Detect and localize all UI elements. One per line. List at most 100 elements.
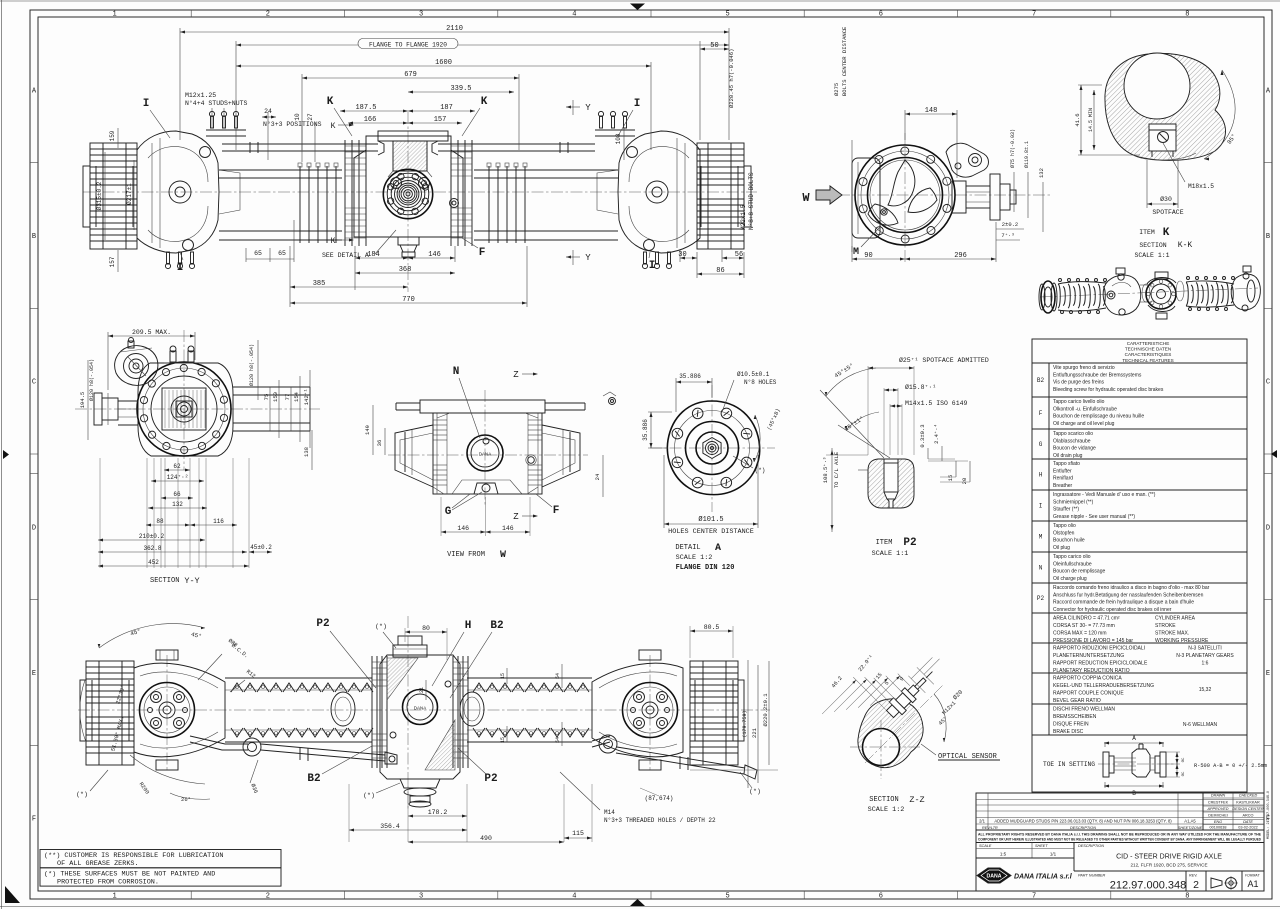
svg-text:DANA: DANA xyxy=(479,452,492,457)
svg-text:I: I xyxy=(649,260,656,272)
svg-text:K: K xyxy=(331,122,336,131)
svg-text:56: 56 xyxy=(735,251,743,259)
svg-text:DEIMICHEI: DEIMICHEI xyxy=(1208,814,1228,818)
svg-text:P2: P2 xyxy=(903,537,916,549)
svg-text:Oil drain plug: Oil drain plug xyxy=(1053,453,1083,459)
svg-text:36: 36 xyxy=(376,440,383,447)
svg-text:ENG: ENG xyxy=(1214,820,1222,824)
svg-text:66: 66 xyxy=(173,491,181,498)
svg-text:CYLINDER AREA: CYLINDER AREA xyxy=(1155,616,1196,622)
svg-text:ARCO: ARCO xyxy=(1243,814,1254,818)
svg-text:1:6: 1:6 xyxy=(1202,661,1209,667)
svg-text:CARATTERISTICHE: CARATTERISTICHE xyxy=(1127,341,1170,346)
svg-text:DETAIL: DETAIL xyxy=(675,544,700,552)
svg-text:Entlufter: Entlufter xyxy=(1053,468,1072,474)
svg-text:PLANETARY REDUCTION RATIO: PLANETARY REDUCTION RATIO xyxy=(1053,668,1130,674)
svg-text:65: 65 xyxy=(278,250,286,257)
svg-text:490: 490 xyxy=(480,835,492,842)
svg-text:10: 10 xyxy=(294,113,301,121)
svg-text:452: 452 xyxy=(148,559,159,566)
svg-text:Tappo olio: Tappo olio xyxy=(1053,523,1076,529)
svg-text:7⁺·³: 7⁺·³ xyxy=(1001,232,1014,239)
svg-text:STROKE: STROKE xyxy=(1155,623,1176,629)
svg-text:90: 90 xyxy=(864,252,872,260)
svg-text:5: 5 xyxy=(725,11,729,19)
svg-text:(*): (*) xyxy=(375,623,387,630)
svg-text:N-3 SATELLITI: N-3 SATELLITI xyxy=(1188,646,1222,652)
svg-text:178.2: 178.2 xyxy=(428,809,448,816)
svg-text:146: 146 xyxy=(502,525,514,532)
svg-text:SCALE 1:1: SCALE 1:1 xyxy=(1134,252,1169,259)
svg-text:15: 15 xyxy=(500,673,506,679)
svg-text:BOLTS CENTER DISTANCE: BOLTS CENTER DISTANCE xyxy=(841,26,848,96)
svg-text:8: 8 xyxy=(1185,11,1189,19)
svg-text:F: F xyxy=(1266,816,1270,824)
svg-text:Ø315±0.2: Ø315±0.2 xyxy=(96,181,103,210)
svg-text:108.5⁺·³: 108.5⁺·³ xyxy=(822,457,829,483)
svg-text:SHEET: SHEET xyxy=(1035,844,1048,848)
svg-text:SHEET/ZONE: SHEET/ZONE xyxy=(1178,826,1203,830)
svg-text:3: 3 xyxy=(419,893,423,901)
svg-text:Ø275: Ø275 xyxy=(833,83,840,96)
svg-text:Boucon de remplissage: Boucon de remplissage xyxy=(1053,569,1105,575)
svg-text:C: C xyxy=(32,379,36,387)
svg-text:339.5: 339.5 xyxy=(450,85,471,93)
svg-text:D: D xyxy=(32,524,36,532)
svg-text:B: B xyxy=(1266,233,1270,241)
svg-text:DESIGN CENTER: DESIGN CENTER xyxy=(1232,807,1263,811)
svg-text:E: E xyxy=(1266,670,1270,678)
svg-text:159: 159 xyxy=(109,130,116,141)
svg-text:20: 20 xyxy=(961,478,968,485)
svg-text:Tappo carico olio: Tappo carico olio xyxy=(1053,554,1091,560)
svg-text:7: 7 xyxy=(1032,11,1036,19)
svg-text:N°8 HOLES: N°8 HOLES xyxy=(744,379,777,386)
svg-text:Y-Y: Y-Y xyxy=(184,576,199,586)
svg-text:REV.: REV. xyxy=(1189,874,1198,878)
svg-text:Oil charge and oil level plug: Oil charge and oil level plug xyxy=(1053,421,1115,427)
svg-text:6: 6 xyxy=(879,893,883,901)
svg-text:BEVEL GEAR RATIO: BEVEL GEAR RATIO xyxy=(1053,698,1101,704)
svg-text:A: A xyxy=(1132,735,1136,742)
svg-text:157: 157 xyxy=(109,256,116,267)
svg-text:187.5: 187.5 xyxy=(355,104,376,112)
svg-text:P2: P2 xyxy=(316,618,329,630)
svg-text:148: 148 xyxy=(925,107,938,115)
svg-text:(**) CUSTOMER IS RESPONSIBLE F: (**) CUSTOMER IS RESPONSIBLE FOR LUBRICA… xyxy=(44,852,223,860)
svg-text:K: K xyxy=(481,96,488,108)
svg-text:85°: 85° xyxy=(1226,133,1238,146)
svg-text:Connector for hydraulic operat: Connector for hydraulic operated disc br… xyxy=(1053,607,1172,613)
svg-text:26°: 26° xyxy=(181,796,191,803)
svg-text:MODEL: 212-97-000-348-0: MODEL: 212-97-000-348-0 xyxy=(1267,791,1271,839)
svg-text:54: 54 xyxy=(555,673,561,679)
svg-text:Z-Z: Z-Z xyxy=(909,795,924,805)
svg-text:N-6 WELLMAN: N-6 WELLMAN xyxy=(1183,722,1218,728)
svg-text:A: A xyxy=(715,543,721,554)
svg-text:RAPPORTO RIDUZIONI EPICICLOIDA: RAPPORTO RIDUZIONI EPICICLOIDALI xyxy=(1053,646,1145,652)
svg-text:15: 15 xyxy=(947,475,954,482)
svg-text:Anschluss fur hydr.Betatigung: Anschluss fur hydr.Betatigung der nassla… xyxy=(1053,592,1204,598)
svg-text:54: 54 xyxy=(555,737,561,743)
svg-text:PLANETERNUNTERSETZUNG: PLANETERNUNTERSETZUNG xyxy=(1053,653,1124,659)
svg-text:N: N xyxy=(453,366,460,378)
svg-text:CARACTERISTIQUES: CARACTERISTIQUES xyxy=(1125,352,1172,357)
svg-text:Z: Z xyxy=(513,512,519,522)
svg-text:Olkontroll -u. Einfullschraube: Olkontroll -u. Einfullschraube xyxy=(1053,406,1117,412)
svg-text:R12: R12 xyxy=(245,668,257,680)
svg-text:P2: P2 xyxy=(484,773,497,785)
svg-text:(*): (*) xyxy=(76,791,88,798)
svg-text:DANA: DANA xyxy=(987,874,1002,880)
svg-text:210±0.2: 210±0.2 xyxy=(139,533,165,540)
svg-text:B2: B2 xyxy=(1037,377,1045,384)
svg-text:03-02-2022: 03-02-2022 xyxy=(1238,826,1257,830)
svg-text:BRAKE DISC: BRAKE DISC xyxy=(1053,729,1084,735)
svg-text:W: W xyxy=(802,191,810,205)
svg-text:FORMAT: FORMAT xyxy=(1245,874,1260,878)
svg-text:184: 184 xyxy=(367,251,380,259)
svg-text:N°3+3 THREADED HOLES / DEPTH 2: N°3+3 THREADED HOLES / DEPTH 22 xyxy=(604,817,716,824)
svg-text:M14: M14 xyxy=(604,809,615,816)
svg-text:Ø217±1: Ø217±1 xyxy=(126,183,133,205)
svg-text:15: 15 xyxy=(500,737,506,743)
svg-text:Vis de purge des freins: Vis de purge des freins xyxy=(1053,380,1105,386)
svg-text:Ø120 h8(-.054): Ø120 h8(-.054) xyxy=(248,344,255,386)
svg-text:385: 385 xyxy=(313,280,326,288)
